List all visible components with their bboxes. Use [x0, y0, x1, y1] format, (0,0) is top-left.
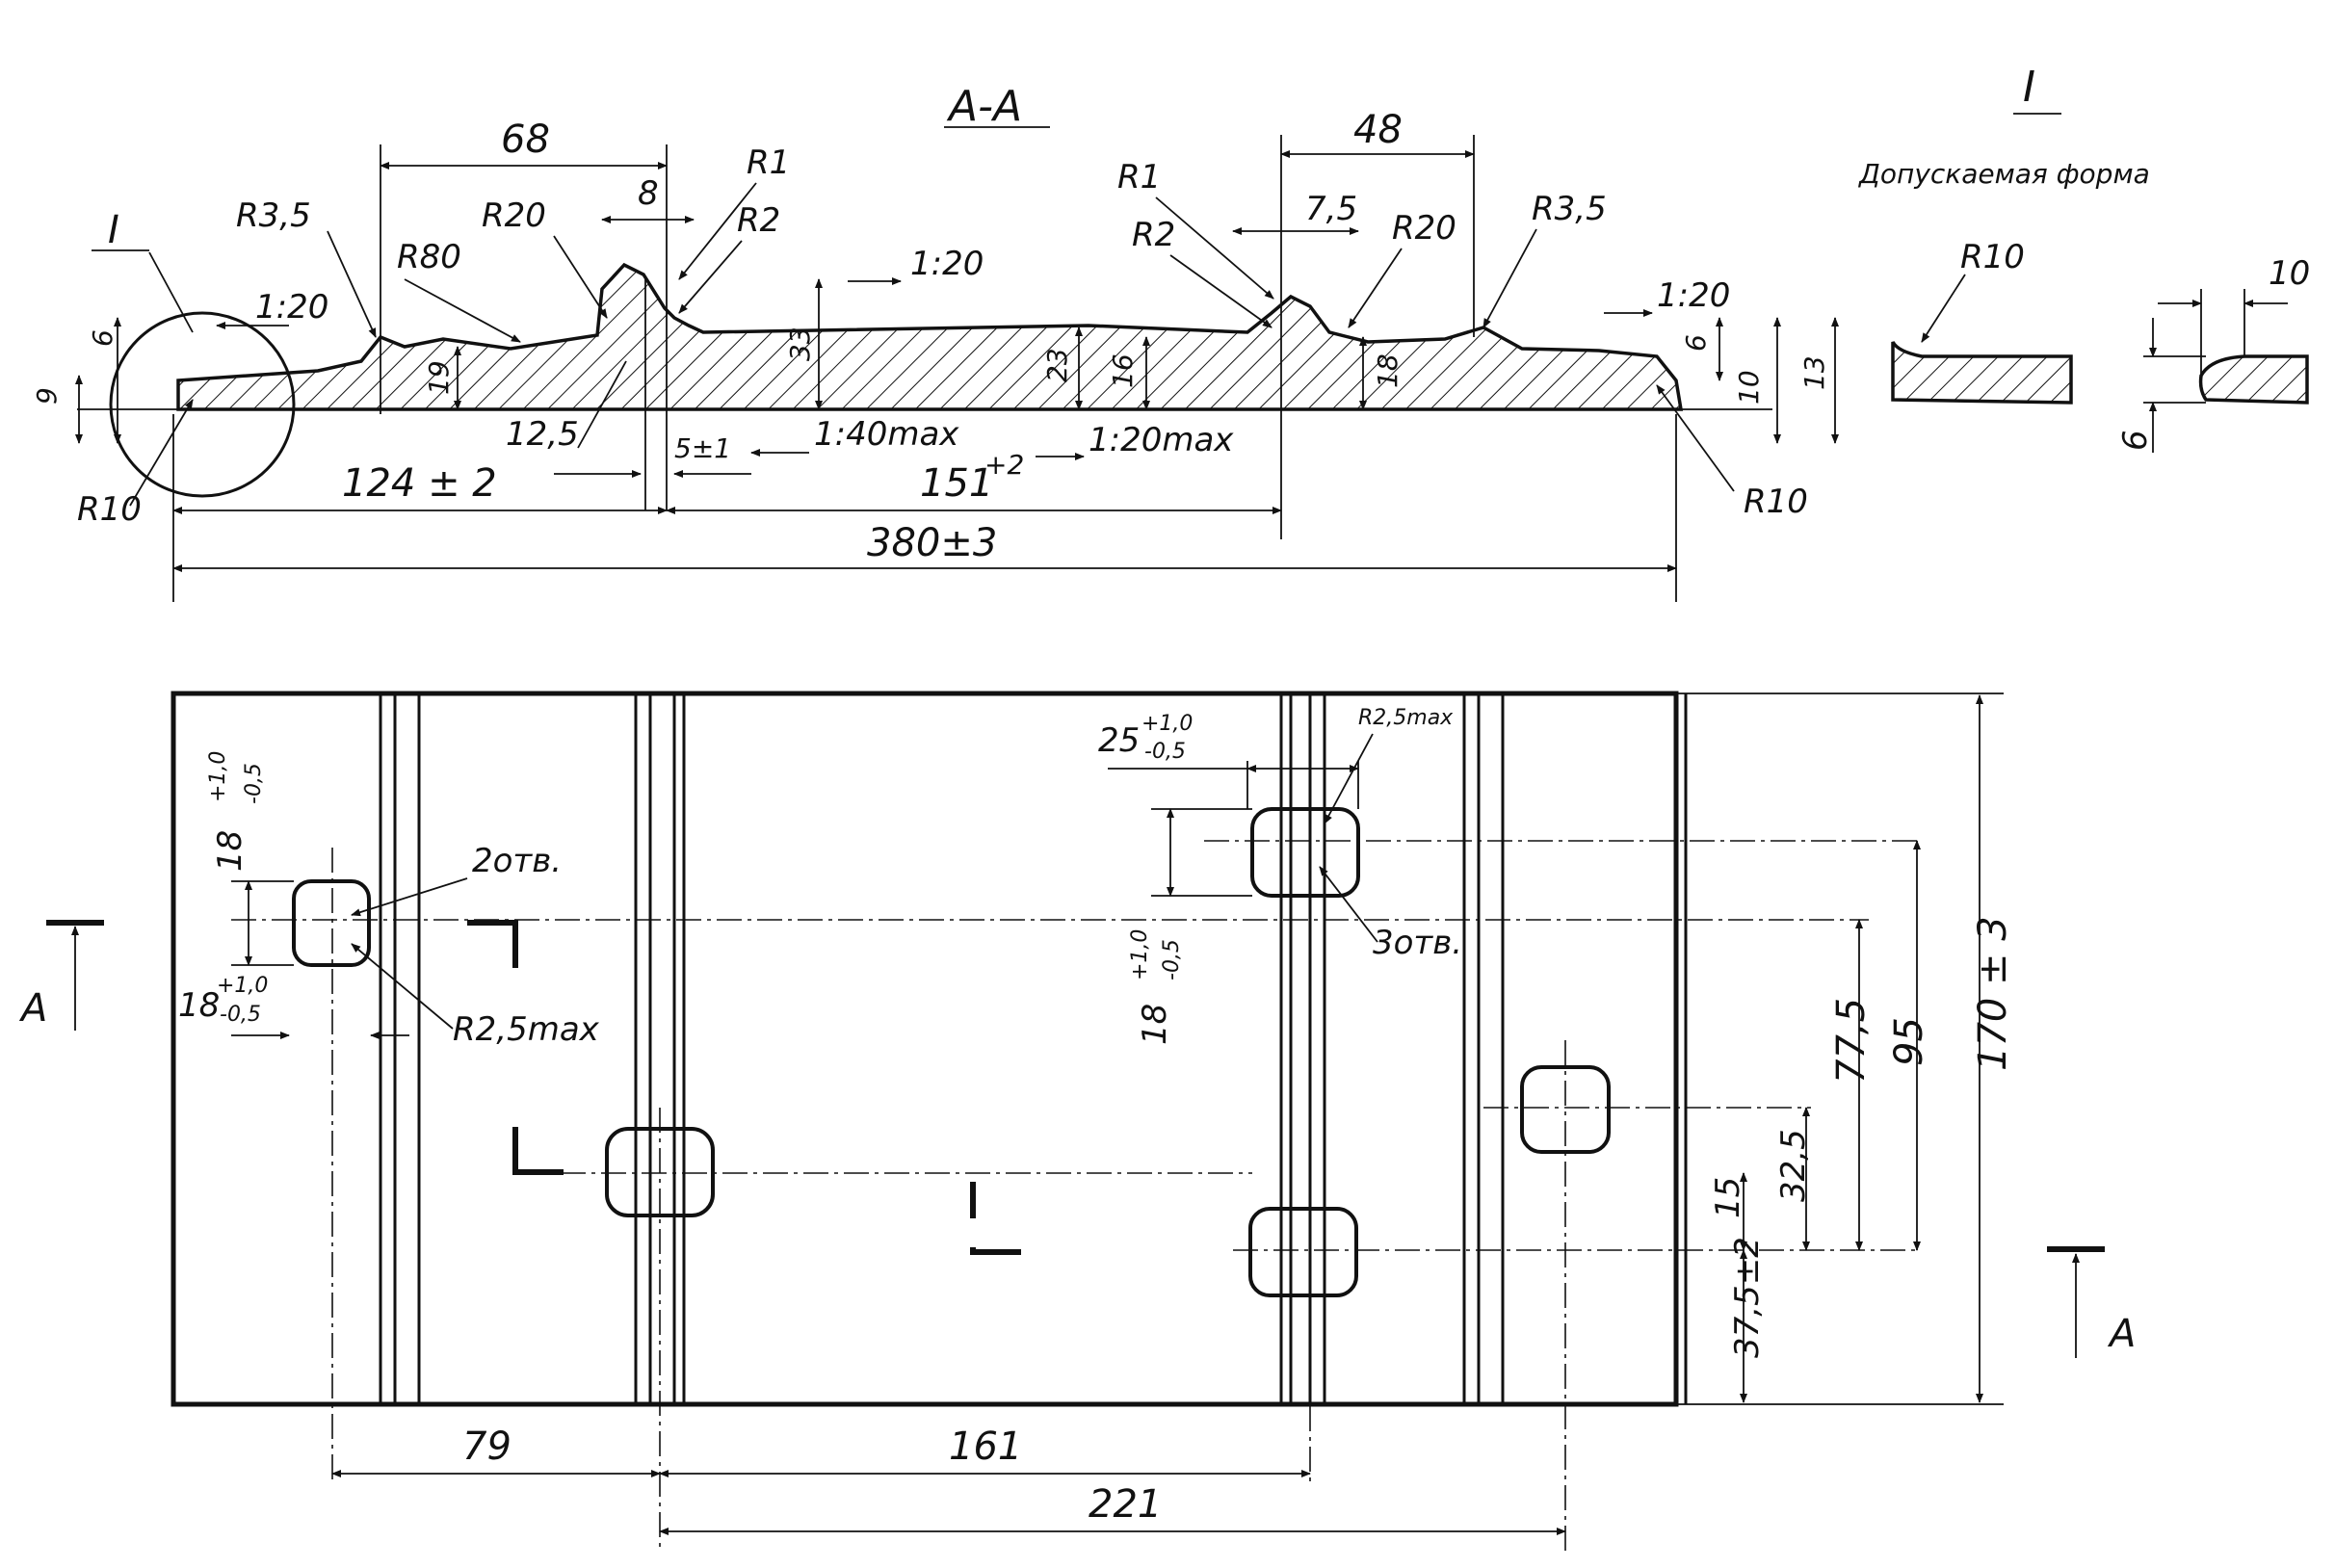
- hole-right-size-h-tol-dn: -0,5: [1144, 740, 1186, 764]
- detail-marker: I: [2023, 63, 2035, 112]
- section-mark-right: A: [2107, 1312, 2136, 1356]
- radius-label-r2-right: R2: [1132, 216, 1175, 254]
- dim-32-5: 32,5: [1774, 1129, 1813, 1202]
- radius-label-r20-right: R20: [1392, 209, 1456, 248]
- height-label-9: 9: [31, 387, 63, 405]
- radius-label-r20-left: R20: [482, 196, 546, 235]
- hole-left-size-v-tol-up: +1,0: [206, 751, 230, 802]
- dim-seg-mid-tol: +2: [984, 449, 1024, 481]
- dim-rib-gap: 7,5: [1305, 190, 1357, 228]
- detail-view: I Допускаемая форма R10 10 6: [1857, 63, 2310, 453]
- radius-label-r80: R80: [397, 238, 461, 276]
- plan-outline: [171, 691, 1679, 1407]
- dim-rib-width-left: 68: [501, 118, 550, 162]
- hole-right-size-h: 25: [1098, 721, 1140, 760]
- hole-right-size-v-tol-dn: -0,5: [1160, 939, 1184, 980]
- radius-label-r35-left: R3,5: [236, 196, 311, 235]
- radius-label-r10-left: R10: [77, 490, 142, 529]
- plan-view: A A 170 ± 3 95 77,5 32,5 15 37,5±2 79 16…: [18, 691, 2136, 1551]
- height-label-23: 23: [1041, 348, 1073, 382]
- hole-left-size-v: 18: [211, 830, 249, 872]
- detail-thickness: 6: [2116, 430, 2155, 451]
- dim-base-5pm1: 5±1: [674, 432, 731, 464]
- hole-right-mid: [1520, 1065, 1611, 1154]
- radius-label-r10-right: R10: [1744, 483, 1808, 521]
- section-profile: [176, 262, 1684, 411]
- dim-161: 161: [949, 1424, 1022, 1469]
- hole-right-radius: R2,5max: [1358, 706, 1454, 730]
- detail-marker-left: I: [108, 208, 119, 252]
- hole-right-size-v: 18: [1136, 1004, 1174, 1045]
- hole-left-size-h: 18: [178, 986, 220, 1025]
- hole-right-top: [1250, 807, 1360, 898]
- detail-width: 10: [2269, 254, 2310, 293]
- hole-right-size-h-tol-up: +1,0: [1141, 712, 1193, 736]
- dim-seg-mid: 151: [920, 461, 993, 506]
- section-view: A-A I 68 48 8 7,5 R3,5 R80: [31, 82, 1839, 602]
- radius-label-r1-left: R1: [747, 144, 790, 182]
- hole-left-count: 2отв.: [472, 842, 562, 880]
- section-mark-left: A: [18, 986, 47, 1031]
- dim-base-12-5: 12,5: [506, 415, 579, 454]
- detail-profile-right: [2198, 354, 2309, 405]
- hole-right-bottom: [1248, 1207, 1358, 1297]
- radius-label-r1-right: R1: [1117, 158, 1161, 196]
- radius-label-r2-left: R2: [737, 201, 780, 240]
- detail-caption: Допускаемая форма: [1857, 158, 2150, 190]
- height-label-10: 10: [1733, 370, 1765, 405]
- radius-label-r35-right: R3,5: [1532, 190, 1607, 228]
- dim-79: 79: [462, 1424, 512, 1469]
- detail-radius: R10: [1960, 238, 2025, 276]
- height-label-33: 33: [784, 327, 816, 361]
- height-label-6-left: 6: [87, 329, 118, 347]
- height-label-13: 13: [1798, 355, 1830, 390]
- section-title: A-A: [946, 82, 1022, 131]
- hole-left-size-h-tol-dn: -0,5: [220, 1003, 261, 1027]
- slope-label-4: 1:40max: [814, 415, 959, 454]
- slope-label-2: 1:20: [910, 245, 984, 283]
- dim-95: 95: [1887, 1017, 1931, 1066]
- dim-15: 15: [1709, 1177, 1747, 1218]
- hole-left-radius: R2,5max: [453, 1010, 600, 1049]
- hole-left-size-h-tol-up: +1,0: [217, 974, 268, 998]
- dim-rib-width-right: 48: [1353, 108, 1403, 152]
- dim-seg-left: 124 ± 2: [342, 461, 497, 506]
- dim-77-5: 77,5: [1829, 998, 1874, 1084]
- dim-221: 221: [1089, 1482, 1162, 1527]
- hole-left-upper: [292, 879, 371, 967]
- height-label-18: 18: [1372, 353, 1404, 388]
- height-label-19: 19: [423, 360, 455, 395]
- hole-right-size-v-tol-up: +1,0: [1128, 929, 1152, 980]
- slope-label-3: 1:20: [1657, 276, 1730, 315]
- height-label-6-right: 6: [1680, 334, 1712, 352]
- dim-total-length: 380±3: [867, 521, 997, 565]
- dim-37-5: 37,5±2: [1728, 1237, 1767, 1358]
- slope-label-1: 1:20: [255, 288, 328, 327]
- detail-profile-left: [1891, 341, 2073, 405]
- hole-left-size-v-tol-dn: -0,5: [242, 763, 266, 804]
- hole-left-lower: [605, 1127, 715, 1217]
- height-label-16: 16: [1107, 353, 1139, 388]
- hole-right-count: 3отв.: [1373, 924, 1462, 962]
- dim-rib-top: 8: [638, 174, 659, 213]
- dim-overall-width: 170 ± 3: [1971, 916, 2015, 1071]
- slope-label-5: 1:20max: [1089, 421, 1234, 459]
